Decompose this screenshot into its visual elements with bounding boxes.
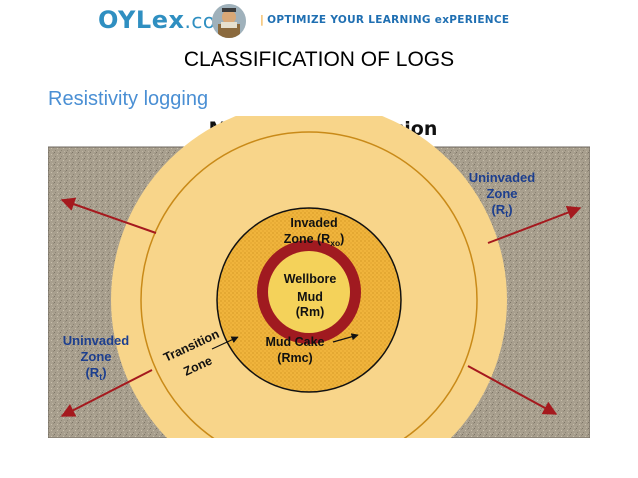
svg-text:Uninvaded: Uninvaded xyxy=(469,170,536,185)
svg-text:Zone (Rxo): Zone (Rxo) xyxy=(284,232,345,248)
svg-text:Wellbore: Wellbore xyxy=(284,272,337,286)
tagline-text: OPTIMIZE YOUR LEARNING exPERIENCE xyxy=(267,14,510,26)
uninvaded-zone-label-left: Uninvaded Zone (Rt) xyxy=(63,333,130,382)
oylex-logo[interactable]: OYLex.co xyxy=(98,6,216,34)
svg-text:Mud: Mud xyxy=(297,290,323,304)
logo-main: OYLex xyxy=(98,6,185,34)
header: OYLex.co |OPTIMIZE YOUR LEARNING exPERIE… xyxy=(0,0,638,44)
svg-text:Uninvaded: Uninvaded xyxy=(63,333,130,348)
mud-cake-label: Mud Cake (Rmc) xyxy=(265,333,359,365)
svg-text:Mud Cake: Mud Cake xyxy=(265,335,324,349)
svg-text:(Rm): (Rm) xyxy=(296,305,324,319)
arrow-upper-left xyxy=(60,197,157,234)
tagline-bar-icon: | xyxy=(260,14,265,26)
invaded-zone-label: Invaded Zone (Rxo) xyxy=(284,216,345,248)
slide-title: CLASSIFICATION OF LOGS xyxy=(183,48,455,71)
transition-pointer-icon xyxy=(211,336,239,350)
svg-text:(Rt): (Rt) xyxy=(85,365,106,382)
uninvaded-zone-label-right: Uninvaded Zone (Rt) xyxy=(469,170,536,219)
slide-subtitle: Resistivity logging xyxy=(48,88,209,110)
mud-cake-pointer-icon xyxy=(332,333,359,343)
mascot-avatar-icon xyxy=(212,4,246,38)
wellbore-circle xyxy=(268,251,350,333)
arrow-upper-right xyxy=(487,205,582,244)
svg-text:Invaded: Invaded xyxy=(290,216,337,230)
mud-filtrate-invasion-diagram: Mud Filtrate Invasion Uninvaded Zone (Rt… xyxy=(48,116,590,438)
logo-suffix: .co xyxy=(184,9,216,33)
arrow-lower-right xyxy=(467,365,558,415)
transition-zone-inner-edge xyxy=(140,131,478,438)
tagline: |OPTIMIZE YOUR LEARNING exPERIENCE xyxy=(260,14,509,26)
wellbore-label: Wellbore Mud (Rm) xyxy=(284,272,337,319)
svg-text:Zone: Zone xyxy=(80,349,111,364)
arrow-lower-left xyxy=(60,369,153,417)
svg-text:Zone: Zone xyxy=(486,186,517,201)
svg-text:(Rmc): (Rmc) xyxy=(277,351,312,365)
svg-text:(Rt): (Rt) xyxy=(491,202,512,219)
